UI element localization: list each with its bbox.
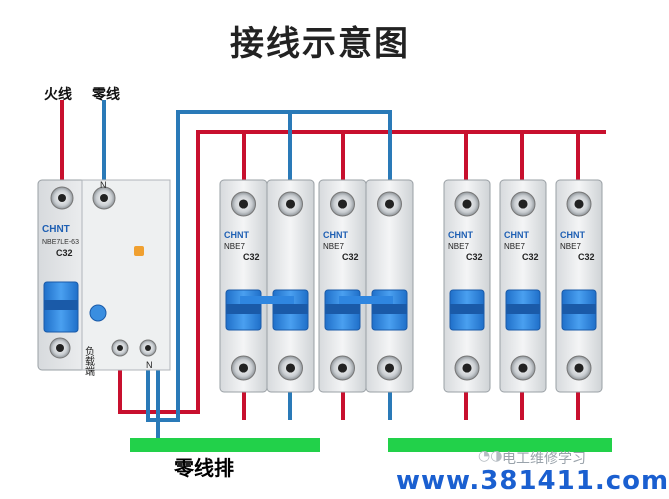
breaker-model: NBE7: [323, 242, 344, 251]
breaker-rating: C32: [522, 252, 539, 262]
breaker-model: NBE7: [504, 242, 525, 251]
breaker-brand: CHNT: [448, 230, 473, 240]
breaker-brand: CHNT: [224, 230, 249, 240]
breaker-brand: CHNT: [323, 230, 348, 240]
breaker-pole: [266, 179, 315, 393]
breaker-rating: C32: [342, 252, 359, 262]
diagram-title: 接线示意图: [230, 24, 410, 64]
neutral-bus-bar: [130, 438, 320, 452]
rcbo-device: [37, 179, 171, 371]
neutral-bar-label: 零线排: [174, 456, 234, 480]
rcbo-rating: C32: [56, 248, 73, 258]
watermark-text: 电工维修学习: [502, 451, 586, 467]
rcbo-bottom-n: N: [146, 360, 153, 370]
wechat-icon: ◔◑: [478, 448, 503, 464]
wiring-diagram: CHNT NBE7LE-63 C32 N 负载端 N CHNTNBE7C32CH…: [37, 100, 612, 452]
breaker-pole: [365, 179, 414, 393]
breaker-rating: C32: [466, 252, 483, 262]
neutral-bus-bar: [388, 438, 612, 452]
neutral-wire-label: 零线: [92, 87, 120, 103]
footer-url: www.381411.com: [396, 466, 669, 496]
breaker-model: NBE7: [448, 242, 469, 251]
live-output-wire: [118, 130, 606, 414]
neutral-output-wire: [146, 110, 392, 422]
breaker-brand: CHNT: [560, 230, 585, 240]
breaker-model: NBE7: [560, 242, 581, 251]
live-wire-label: 火线: [44, 87, 72, 103]
rcbo-terminal-n: N: [100, 180, 107, 190]
breaker-model: NBE7: [224, 242, 245, 251]
rcbo-brand: CHNT: [42, 224, 70, 235]
breakers: CHNTNBE7C32CHNTNBE7C32CHNTNBE7C32CHNTNBE…: [219, 179, 603, 393]
rcbo-model: NBE7LE-63: [42, 239, 79, 246]
rcbo-load-label: 负载端: [83, 345, 95, 377]
breaker-brand: CHNT: [504, 230, 529, 240]
breaker-rating: C32: [578, 252, 595, 262]
breaker-rating: C32: [243, 252, 260, 262]
